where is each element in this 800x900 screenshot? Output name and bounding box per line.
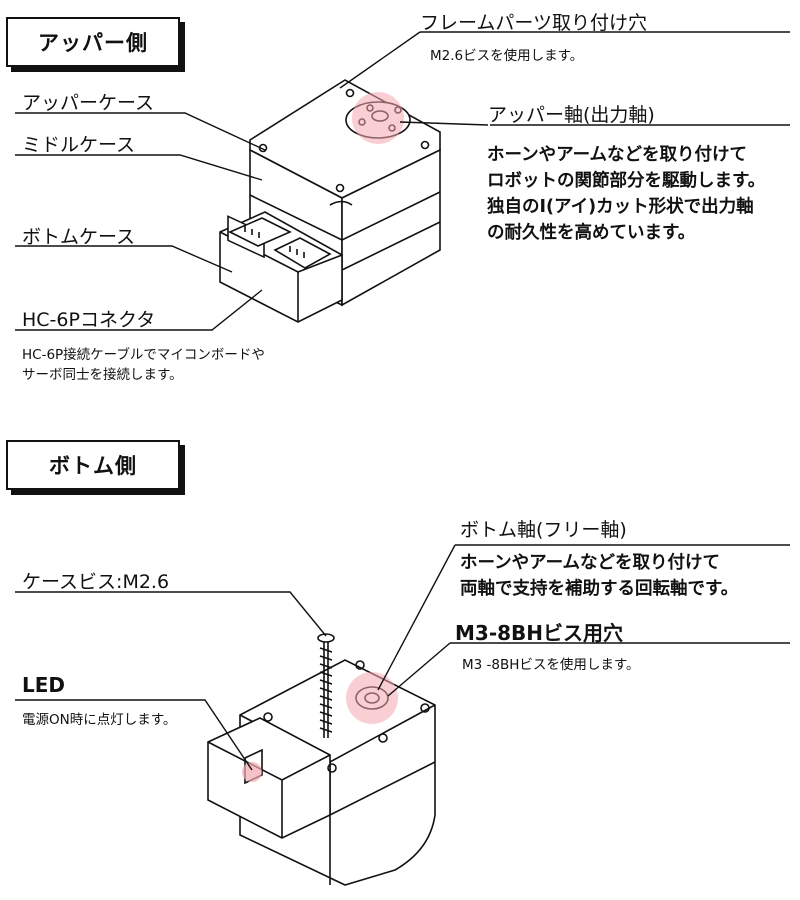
upper-axis-desc-4: の耐久性を高めています。 xyxy=(487,223,696,243)
upper-side-title: アッパー側 xyxy=(6,17,180,67)
leader-frame-hole xyxy=(339,31,421,89)
leader-upper-axis xyxy=(399,121,489,126)
leader-connector xyxy=(15,289,263,331)
label-led: LED xyxy=(22,673,66,697)
leader-led xyxy=(15,699,253,771)
upper-axis-desc-3: 独自のI(アイ)カット形状で出力軸 xyxy=(487,197,754,217)
connector-desc-2: サーボ同士を接続します。 xyxy=(22,367,183,383)
leader-screw-hole xyxy=(387,642,451,697)
label-screw-hole: M3-8BHビス用穴 xyxy=(455,621,624,645)
leader-middle-case xyxy=(15,154,263,181)
led-highlight xyxy=(242,762,262,782)
leader-bottom-axis xyxy=(377,544,456,691)
bottom-axis-highlight xyxy=(346,672,398,724)
label-middle-case: ミドルケース xyxy=(22,134,136,156)
upper-axis-desc-1: ホーンやアームなどを取り付けて xyxy=(487,145,748,165)
upper-axis-desc-2: ロボットの関節部分を駆動します。 xyxy=(487,171,766,191)
connector-desc-1: HC-6P接続ケーブルでマイコンボードや xyxy=(22,347,265,363)
label-upper-case: アッパーケース xyxy=(22,92,155,114)
label-bottom-axis: ボトム軸(フリー軸) xyxy=(460,519,627,541)
case-screw xyxy=(317,633,335,738)
bottom-side-title: ボトム側 xyxy=(6,440,180,490)
leader-bottom-case xyxy=(15,245,233,273)
label-frame-hole: フレームパーツ取り付け穴 xyxy=(420,12,648,34)
bottom-axis-desc-1: ホーンやアームなどを取り付けて xyxy=(460,553,721,573)
label-case-screw: ケースビス:M2.6 xyxy=(22,571,170,593)
leader-upper-case xyxy=(15,112,266,151)
bottom-axis-desc-2: 両軸で支持を補助する回転軸です。 xyxy=(460,579,739,599)
led-desc: 電源ON時に点灯します。 xyxy=(22,712,177,728)
upper-axis-highlight xyxy=(352,92,404,144)
screw-hole-desc: M3 -8BHビスを使用します。 xyxy=(462,657,640,673)
label-upper-axis: アッパー軸(出力軸) xyxy=(488,104,655,126)
frame-hole-desc: M2.6ビスを使用します。 xyxy=(430,48,584,64)
hc6p-connector xyxy=(219,211,343,323)
leader-case-screw xyxy=(15,591,327,637)
label-bottom-case: ボトムケース xyxy=(22,226,136,248)
label-connector: HC-6Pコネクタ xyxy=(22,309,156,331)
